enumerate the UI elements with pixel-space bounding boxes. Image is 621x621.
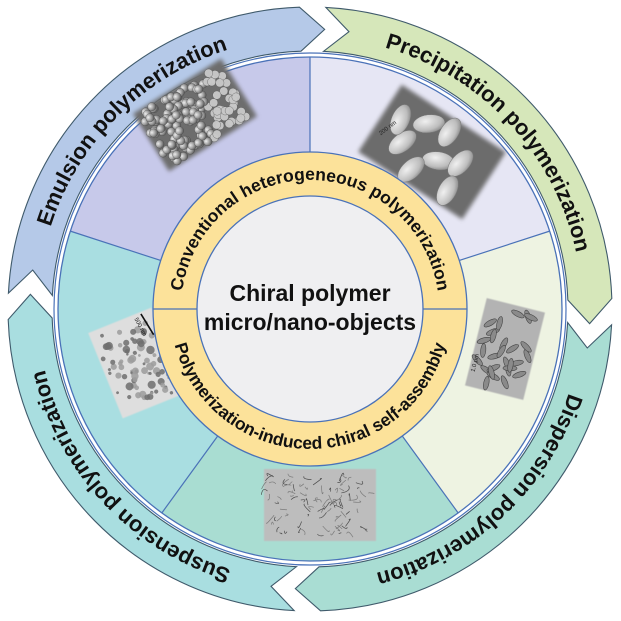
dispersion-scale-bar-label: 1.0 μm xyxy=(471,353,481,372)
dispersion-arrow xyxy=(294,320,613,612)
sector-divider xyxy=(401,435,459,514)
center-title-line1: Chiral polymer xyxy=(229,280,390,306)
pisa-tem-image xyxy=(261,469,376,541)
sector-divider xyxy=(70,230,161,262)
emulsion-sem-image xyxy=(132,58,258,172)
dispersion-tem-image: 1.0 μm xyxy=(465,298,545,400)
suspension-scale-bar xyxy=(140,313,155,336)
center-circle xyxy=(196,195,424,423)
precipitation-sem-image: 200 nm xyxy=(358,84,506,220)
suspension-arrow xyxy=(7,293,299,612)
precipitation-arrow xyxy=(321,6,613,325)
emulsion-arrow xyxy=(7,6,326,298)
sector-divider xyxy=(459,230,550,262)
sector-divider xyxy=(161,435,219,514)
center-disc xyxy=(196,195,424,423)
center-title-line2: micro/nano-objects xyxy=(204,309,416,335)
